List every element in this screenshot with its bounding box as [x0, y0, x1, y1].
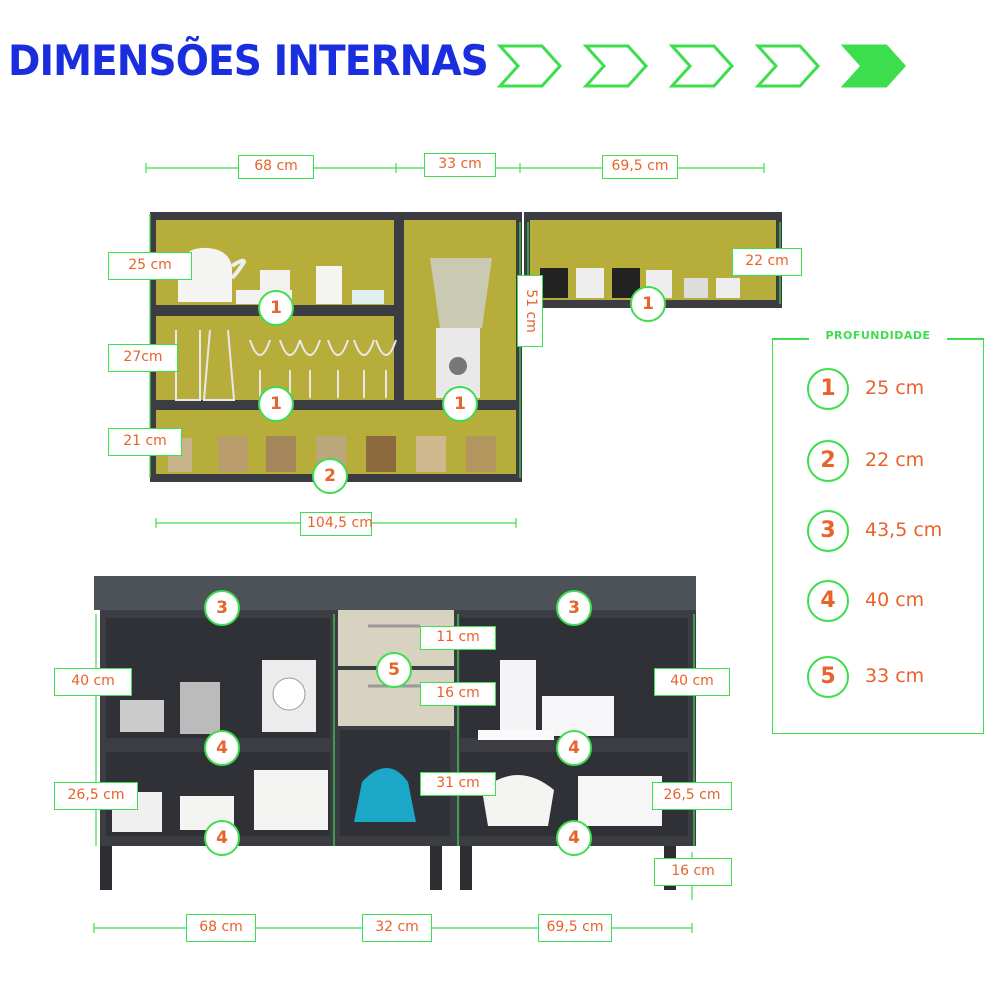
lower-left-upper-height: 40 cm [54, 668, 132, 696]
lower-cabinet [94, 576, 696, 900]
lower-width-left: 68 cm [186, 914, 256, 942]
depth-legend-title: PROFUNDIDADE [825, 329, 931, 342]
depth-legend-number: 1 [807, 368, 849, 410]
upper-total-width: 104,5 cm [300, 512, 373, 536]
jars [168, 436, 496, 472]
depth-badge-upper-mid-center: 1 [442, 386, 478, 422]
depth-legend-value: 43,5 cm [865, 519, 943, 541]
upper-right-cabinet [524, 212, 782, 308]
chevron-right-icon [754, 44, 821, 88]
lower-left-lower-height: 26,5 cm [54, 782, 138, 810]
depth-legend-number: 3 [807, 510, 849, 552]
upper-height-middle-left: 27cm [108, 344, 178, 372]
depth-legend-number: 2 [807, 440, 849, 482]
lower-right-upper-height: 40 cm [654, 668, 730, 696]
upper-height-top-left: 25 cm [108, 252, 192, 280]
lower-width-right: 69,5 cm [538, 914, 612, 942]
lower-right-lower-height: 26,5 cm [652, 782, 732, 810]
depth-badge-upper-right: 1 [630, 286, 666, 322]
upper-height-center: 51 cm [517, 275, 543, 347]
lower-items [112, 660, 662, 832]
depth-legend-number: 4 [807, 580, 849, 622]
depth-badge-left-bottom: 4 [204, 820, 240, 856]
chevron-right-icon [668, 44, 735, 88]
upper-width-center: 33 cm [424, 153, 496, 177]
center-niche-height: 31 cm [420, 772, 496, 796]
glasses [175, 329, 397, 401]
depth-legend-value: 25 cm [865, 377, 925, 399]
page-title: DIMENSÕES INTERNAS [8, 36, 489, 85]
upper-width-right: 69,5 cm [602, 155, 678, 179]
chevron-right-icon [496, 44, 563, 88]
feet-height: 16 cm [654, 858, 732, 886]
drawer-top-height: 11 cm [420, 626, 496, 650]
depth-badge-lower-top-left: 3 [204, 590, 240, 626]
depth-badge-right-bottom: 4 [556, 820, 592, 856]
upper-height-right: 22 cm [732, 248, 802, 276]
depth-legend-number: 5 [807, 656, 849, 698]
depth-badge-upper-bottom: 2 [312, 458, 348, 494]
depth-badge-right-shelf: 4 [556, 730, 592, 766]
chevron-right-filled-icon [840, 44, 907, 88]
drawer-bottom-height: 16 cm [420, 682, 496, 706]
mugs [540, 268, 740, 298]
depth-badge-lower-top-right: 3 [556, 590, 592, 626]
depth-legend-value: 22 cm [865, 449, 925, 471]
depth-legend-panel: PROFUNDIDADE 1 25 cm 2 22 cm 3 43,5 cm 4… [772, 329, 984, 734]
depth-legend-value: 40 cm [865, 589, 925, 611]
upper-width-left: 68 cm [238, 155, 314, 179]
upper-height-bottom-left: 21 cm [108, 428, 182, 456]
depth-badge-upper-mid-left: 1 [258, 386, 294, 422]
depth-legend-value: 33 cm [865, 665, 925, 687]
depth-badge-drawers: 5 [376, 652, 412, 688]
depth-badge-left-shelf: 4 [204, 730, 240, 766]
depth-badge-upper-top-left: 1 [258, 290, 294, 326]
lower-width-center: 32 cm [362, 914, 432, 942]
chevron-right-icon [582, 44, 649, 88]
